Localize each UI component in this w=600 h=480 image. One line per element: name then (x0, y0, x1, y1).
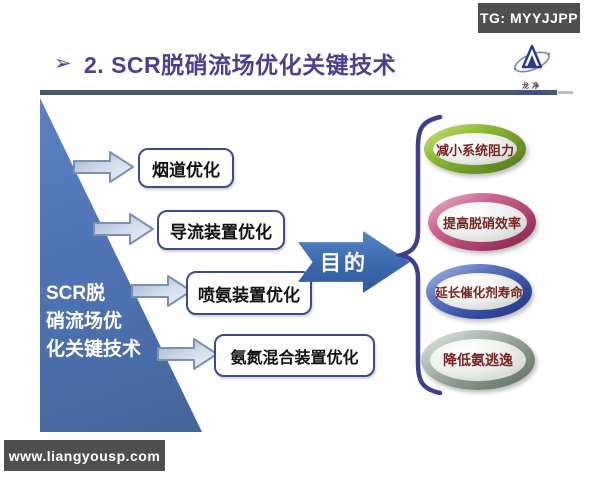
telegram-watermark-badge: TG: MYYJJPP (478, 3, 580, 33)
main-topic-label: SCR脱 硝流场优 化关键技术 (46, 280, 178, 364)
optimization-box-guide-device: 导流装置优化 (157, 210, 285, 250)
optimization-box-ammonia-mixing: 氨氮混合装置优化 (214, 334, 375, 377)
flow-arrow-4 (157, 338, 218, 370)
main-topic-line-3: 化关键技术 (46, 339, 142, 360)
title-underline-tip (558, 91, 573, 94)
main-topic-line-1: SCR脱 (46, 283, 106, 304)
logo-caption: 龙净 (522, 83, 542, 90)
flow-arrow-3 (131, 275, 192, 307)
goal-inner-face: 提高脱硝效率 (437, 202, 527, 242)
slide-title: 2. SCR脱硝流场优化关键技术 (84, 52, 397, 78)
goal-label: 提高脱硝效率 (442, 215, 521, 231)
title-underline (40, 90, 557, 95)
logo-underline (515, 92, 549, 94)
title-bullet-icon: ➢ (54, 52, 72, 75)
brace-icon (396, 114, 443, 396)
goal-extend-catalyst-life: 延长催化剂寿命 (426, 264, 532, 319)
goal-inner-face: 减小系统阻力 (433, 133, 517, 165)
goal-label: 减小系统阻力 (435, 142, 514, 158)
flow-arrow-2 (93, 213, 154, 245)
goal-label: 降低氨逃逸 (443, 352, 513, 368)
goal-improve-efficiency: 提高脱硝效率 (428, 193, 536, 251)
company-logo: 龙净 (502, 42, 562, 94)
goal-reduce-resistance: 减小系统阻力 (424, 124, 526, 174)
goal-inner-face: 延长催化剂寿命 (435, 273, 523, 310)
optimization-box-ammonia-injection: 喷氨装置优化 (186, 271, 312, 315)
purpose-arrow: 目的 (298, 231, 410, 293)
goal-inner-face: 降低氨逃逸 (430, 339, 526, 381)
website-watermark-badge: www.liangyousp.com (4, 440, 165, 471)
purpose-arrow-label: 目的 (320, 252, 368, 275)
main-topic-line-2: 硝流场优 (46, 311, 123, 332)
logo-orbit-triangle-icon (513, 44, 551, 73)
goal-reduce-ammonia-slip: 降低氨逃逸 (421, 330, 535, 390)
optimization-box-flue: 烟道优化 (138, 148, 234, 188)
goal-label: 延长催化剂寿命 (435, 286, 523, 300)
flow-arrow-1 (73, 151, 134, 183)
